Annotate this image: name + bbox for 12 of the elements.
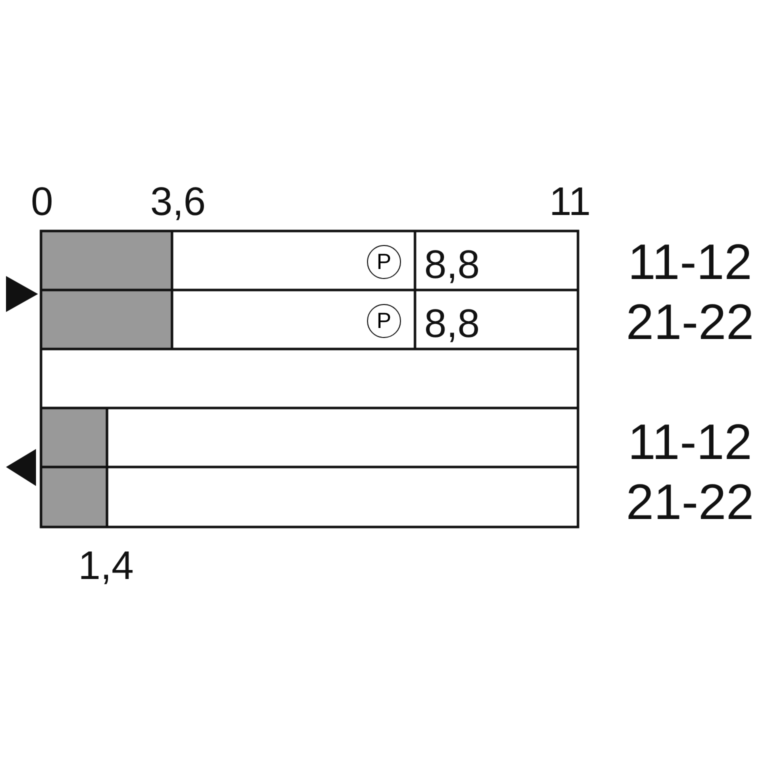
travel-value: 8,8	[424, 245, 480, 285]
scale-value: 11	[549, 182, 591, 222]
scale-value: 1,4	[78, 546, 134, 586]
contact-number: 11-12	[628, 237, 752, 287]
contact-number: 11-12	[628, 417, 752, 467]
circle-marker: P	[367, 245, 401, 279]
contact-number: 21-22	[626, 477, 754, 527]
scale-value: 3,6	[150, 182, 206, 222]
scale-value: 0	[30, 182, 54, 222]
circle-marker: P	[367, 304, 401, 338]
travel-value: 8,8	[424, 304, 480, 344]
contact-number: 21-22	[626, 297, 754, 347]
